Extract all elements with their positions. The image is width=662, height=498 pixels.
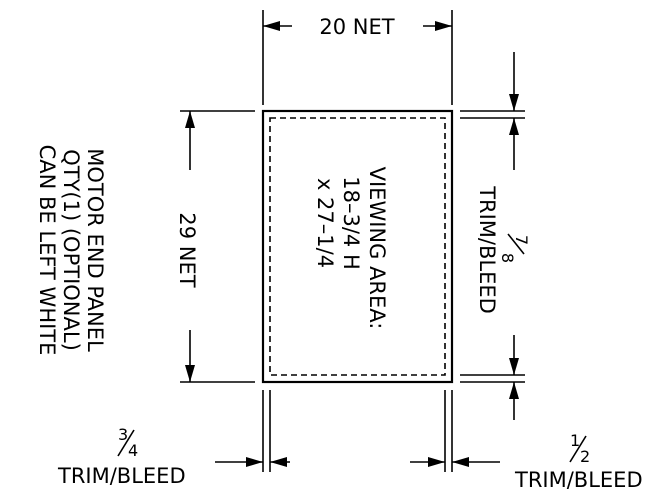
trim-bottom-arrow-down xyxy=(509,358,519,375)
panel-outline xyxy=(261,109,454,384)
motor-note: MOTOR END PANEL QTY(1) (OPTIONAL) CAN BE… xyxy=(35,145,107,356)
trim-bl-frac-bar xyxy=(117,429,135,457)
width-arrow-right xyxy=(435,21,452,31)
trim-bl-den: 4 xyxy=(128,441,138,460)
motor-note-line2: QTY(1) (OPTIONAL) xyxy=(59,149,83,351)
trim-br-den: 2 xyxy=(580,447,590,466)
trim-bl-arrow-right xyxy=(246,457,263,467)
width-arrow-left xyxy=(263,21,280,31)
viewing-area-outline xyxy=(269,117,446,376)
trim-br-arrow-left xyxy=(452,457,469,467)
trim-br-text: TRIM/BLEED xyxy=(514,468,643,492)
trim-bl-text: TRIM/BLEED xyxy=(57,464,186,488)
height-arrow-bottom xyxy=(185,365,195,382)
trim-br-label: 1 2 TRIM/BLEED xyxy=(514,431,643,492)
trim-right-text: TRIM/BLEED xyxy=(475,185,499,314)
trim-top-arrow-up xyxy=(509,118,519,135)
trim-right-num: 7 xyxy=(512,235,531,245)
motor-note-line1: MOTOR END PANEL xyxy=(83,148,107,352)
trim-br-arrow-right xyxy=(428,457,445,467)
trim-top-arrow-down xyxy=(509,94,519,111)
trim-br-frac-bar xyxy=(569,435,587,463)
trim-bl-arrow-left xyxy=(270,457,287,467)
trim-bl-num: 3 xyxy=(118,425,128,444)
trim-bl-label: 3 4 TRIM/BLEED xyxy=(57,425,186,488)
viewing-area-line1: VIEWING AREA: xyxy=(365,167,389,330)
motor-note-line3: CAN BE LEFT WHITE xyxy=(35,145,59,356)
trim-right-label: 7 8 TRIM/BLEED xyxy=(475,185,531,314)
viewing-area-line3: x 27–1/4 xyxy=(313,178,337,268)
trim-br-num: 1 xyxy=(570,431,580,450)
trim-right-den: 8 xyxy=(498,253,517,263)
width-dim-label: 20 NET xyxy=(319,15,394,39)
height-arrow-top xyxy=(185,111,195,128)
viewing-area-note: VIEWING AREA: 18–3/4 H x 27–1/4 xyxy=(313,167,389,330)
trim-bottom-arrow-up xyxy=(509,382,519,399)
height-dim-label: 29 NET xyxy=(175,212,199,287)
trim-right-frac-bar xyxy=(507,233,525,255)
viewing-area-line2: 18–3/4 H xyxy=(339,176,363,270)
